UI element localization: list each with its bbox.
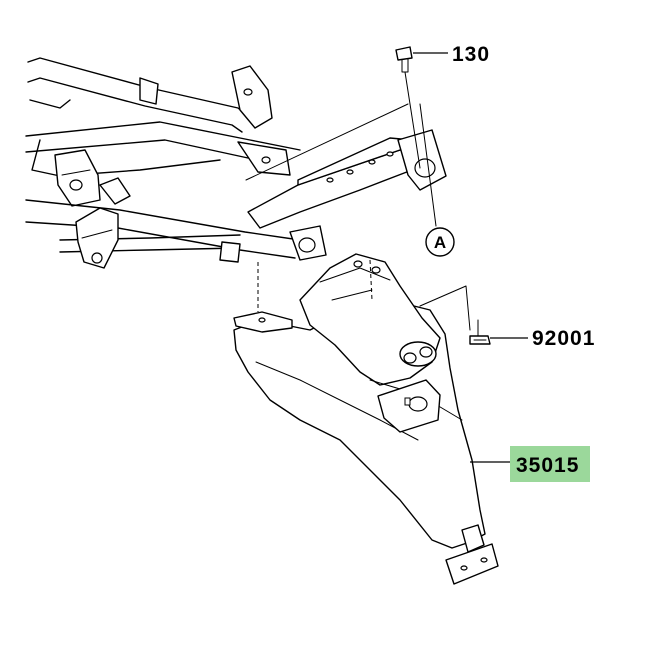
reference-marker-a: A [425, 227, 455, 257]
part-number-35015-badge: 35015 [510, 446, 590, 482]
bolt-130-part [245, 46, 448, 227]
frame-assembly [25, 57, 447, 269]
reference-marker-letter: A [434, 233, 446, 252]
screw-92001-part [469, 319, 528, 345]
part-number-130: 130 [452, 43, 490, 66]
highlight-box [510, 446, 590, 482]
part-number-35015: 35015 [516, 454, 579, 477]
rear-fender-part [233, 253, 499, 585]
part-number-92001: 92001 [532, 327, 595, 350]
